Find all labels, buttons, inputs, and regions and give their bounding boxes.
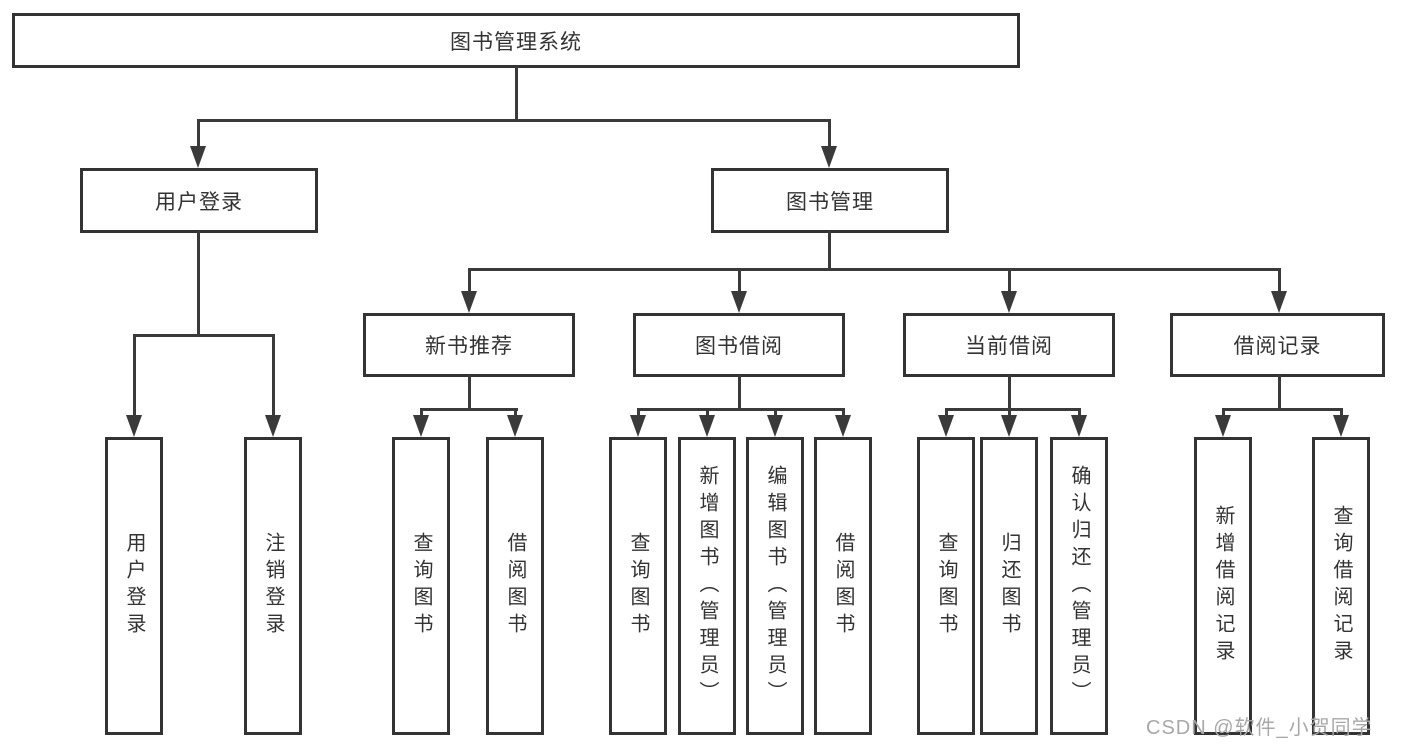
arrow-down-icon: [190, 146, 206, 168]
arrow-down-icon: [767, 415, 783, 437]
connector-line: [637, 408, 845, 411]
leaf-borrow-books: 借阅图书: [814, 437, 872, 735]
connector-line: [197, 119, 831, 122]
leaf-label: 借阅图书: [504, 532, 526, 640]
leaf-logout: 注销登录: [244, 437, 302, 735]
connector-line: [828, 119, 831, 152]
connector-line: [1078, 408, 1081, 418]
arrow-down-icon: [461, 291, 477, 313]
arrow-down-icon: [938, 415, 954, 437]
connector-line: [774, 408, 777, 418]
leaf-label: 查询图书: [410, 532, 432, 640]
arrow-down-icon: [507, 415, 523, 437]
connector-line: [945, 408, 948, 418]
arrow-down-icon: [731, 291, 747, 313]
node-root: 图书管理系统: [12, 13, 1020, 68]
leaf-user-login: 用户登录: [105, 437, 163, 735]
connector-line: [420, 408, 518, 411]
connector-line: [637, 408, 640, 418]
node-current-borrow: 当前借阅: [903, 313, 1115, 377]
leaf-query-books-borrow: 查询图书: [609, 437, 667, 735]
arrow-down-icon: [126, 415, 142, 437]
leaf-confirm-return-admin: 确认归还（管理员）: [1050, 437, 1108, 735]
arrow-down-icon: [699, 415, 715, 437]
leaf-label: 新增借阅记录: [1212, 505, 1234, 667]
connector-line: [828, 231, 831, 271]
leaf-label: 确认归还（管理员）: [1068, 464, 1090, 708]
connector-line: [468, 268, 471, 294]
leaf-label: 注销登录: [262, 532, 284, 640]
connector-line: [1008, 408, 1011, 418]
node-borrow-records: 借阅记录: [1170, 313, 1385, 377]
leaf-label: 查询图书: [935, 532, 957, 640]
arrow-down-icon: [1001, 291, 1017, 313]
watermark: CSDN @软件_小贺同学: [1146, 717, 1373, 739]
leaf-add-book-admin: 新增图书（管理员）: [678, 437, 736, 735]
leaf-return-book: 归还图书: [980, 437, 1038, 735]
arrow-down-icon: [413, 415, 429, 437]
connector-line: [1008, 268, 1011, 294]
connector-line: [133, 334, 136, 419]
node-book-borrow: 图书借阅: [633, 313, 845, 377]
connector-line: [468, 268, 1281, 271]
leaf-label: 编辑图书（管理员）: [764, 464, 786, 708]
node-user-login: 用户登录: [80, 168, 318, 233]
leaf-label: 查询图书: [627, 532, 649, 640]
connector-line: [1222, 408, 1225, 418]
arrow-down-icon: [1215, 415, 1231, 437]
connector-line: [738, 375, 741, 411]
arrow-down-icon: [265, 415, 281, 437]
leaf-label: 新增图书（管理员）: [696, 464, 718, 708]
leaf-borrow-books-recommend: 借阅图书: [486, 437, 544, 735]
connector-line: [1278, 268, 1281, 294]
node-new-book-recommend: 新书推荐: [363, 313, 575, 377]
connector-line: [420, 408, 423, 418]
leaf-query-books-recommend: 查询图书: [392, 437, 450, 735]
arrow-down-icon: [1271, 291, 1287, 313]
arrow-down-icon: [630, 415, 646, 437]
node-book-management: 图书管理: [711, 168, 949, 233]
connector-line: [133, 334, 275, 337]
arrow-down-icon: [1333, 415, 1349, 437]
arrow-down-icon: [1001, 415, 1017, 437]
connector-line: [1340, 408, 1343, 418]
arrow-down-icon: [821, 146, 837, 168]
connector-line: [1278, 375, 1281, 411]
leaf-label: 借阅图书: [832, 532, 854, 640]
connector-line: [842, 408, 845, 418]
connector-line: [706, 408, 709, 418]
connector-line: [514, 408, 517, 418]
leaf-label: 查询借阅记录: [1330, 505, 1352, 667]
leaf-add-borrow-record: 新增借阅记录: [1194, 437, 1252, 735]
arrow-down-icon: [1071, 415, 1087, 437]
connector-line: [272, 334, 275, 419]
leaf-label: 用户登录: [123, 532, 145, 640]
connector-line: [197, 231, 200, 337]
connector-line: [468, 375, 471, 411]
connector-line: [738, 268, 741, 294]
leaf-query-books-current: 查询图书: [917, 437, 975, 735]
connector-line: [197, 119, 200, 152]
leaf-query-borrow-record: 查询借阅记录: [1312, 437, 1370, 735]
leaf-label: 归还图书: [998, 532, 1020, 640]
connector-line: [515, 66, 518, 121]
connector-line: [1008, 375, 1011, 411]
arrow-down-icon: [835, 415, 851, 437]
leaf-edit-book-admin: 编辑图书（管理员）: [746, 437, 804, 735]
connector-line: [945, 408, 1081, 411]
connector-line: [1222, 408, 1343, 411]
